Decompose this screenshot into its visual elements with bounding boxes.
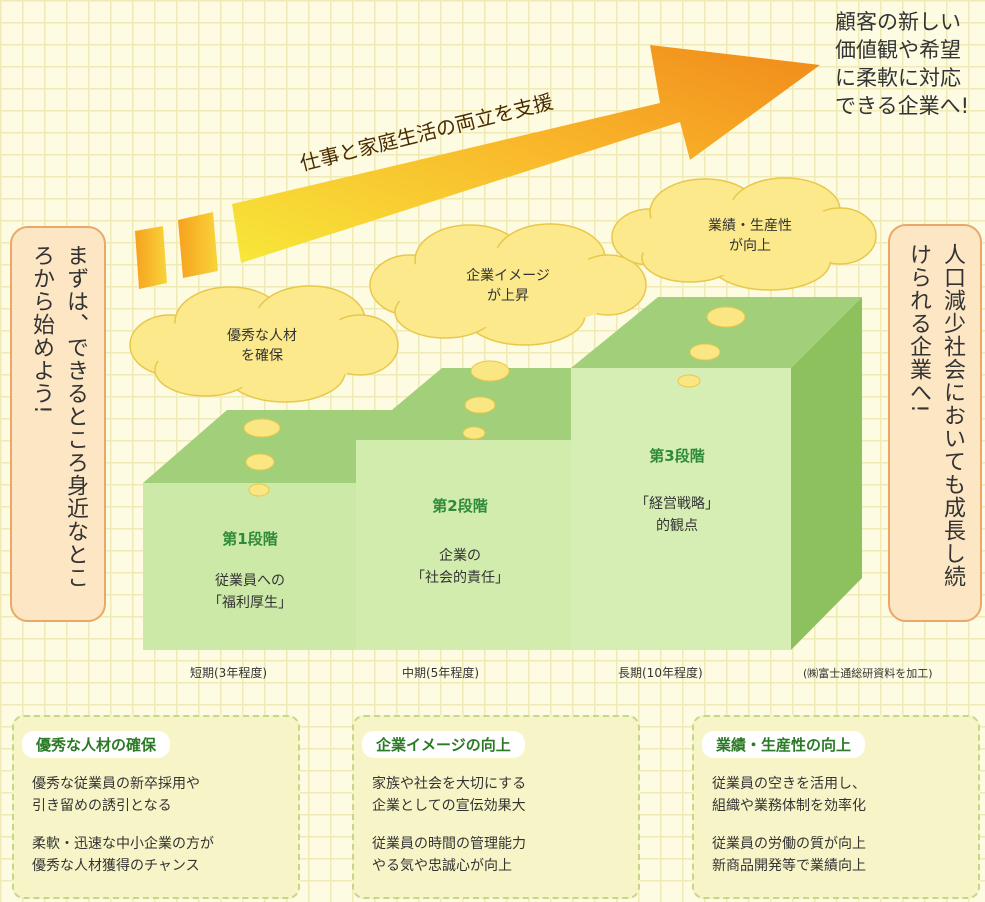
panel-line: 従業員の空きを活用し、 bbox=[712, 776, 866, 792]
benefit-panel-3-text-2: 従業員の労働の質が向上 新商品開発等で業績向上 bbox=[712, 833, 866, 877]
stage-3-title: 第3段階 bbox=[649, 447, 705, 465]
benefit-panel-2-text-1: 家族や社会を大切にする 企業としての宣伝効果大 bbox=[372, 773, 526, 817]
growth-arrow bbox=[135, 45, 820, 289]
cloud-3 bbox=[611, 177, 877, 291]
panel-line: 家族や社会を大切にする bbox=[372, 776, 527, 792]
stage-1-line: 「福利厚生」 bbox=[208, 595, 292, 611]
goal-line: に柔軟に対応 bbox=[835, 66, 961, 90]
benefit-panel-3-title: 業績・生産性の向上 bbox=[702, 731, 866, 758]
stage-3-desc: 「経営戦略」 的観点 bbox=[602, 493, 752, 537]
stage-1-title: 第1段階 bbox=[222, 530, 278, 548]
benefit-panel-2: 企業イメージの向上 家族や社会を大切にする 企業としての宣伝効果大 従業員の時間… bbox=[352, 715, 640, 899]
panel-line: 優秀な従業員の新卒採用や bbox=[32, 776, 200, 792]
benefit-panel-1: 優秀な人材の確保 優秀な従業員の新卒採用や 引き留めの誘引となる 柔軟・迅速な中… bbox=[12, 715, 300, 899]
thought-bubbles-3 bbox=[677, 306, 746, 388]
goal-text: 顧客の新しい 価値観や希望 に柔軟に対応 できる企業へ! bbox=[835, 8, 969, 120]
left-message: まずは、できるところ身近なところから始めよう! bbox=[29, 244, 88, 589]
benefit-panel-1-title: 優秀な人材の確保 bbox=[22, 731, 171, 758]
stage-3-line: 的観点 bbox=[656, 518, 698, 534]
benefit-panel-1-text-2: 柔軟・迅速な中小企業の方が 優秀な人材獲得のチャンス bbox=[32, 833, 214, 877]
cloud-2-line: が上昇 bbox=[487, 288, 529, 304]
panel-line: 従業員の労働の質が向上 bbox=[712, 836, 866, 852]
cloud-2-line: 企業イメージ bbox=[466, 268, 550, 284]
left-message-box: まずは、できるところ身近なところから始めよう! bbox=[10, 226, 106, 622]
cloud-1-text: 優秀な人材 を確保 bbox=[212, 326, 312, 366]
goal-line: できる企業へ! bbox=[835, 94, 969, 118]
benefit-panel-2-text-2: 従業員の時間の管理能力 やる気や忠誠心が向上 bbox=[372, 833, 526, 877]
stage-block-3 bbox=[571, 297, 862, 650]
period-1: 短期(3年程度) bbox=[190, 666, 267, 680]
period-3: 長期(10年程度) bbox=[618, 666, 703, 680]
stage-2-line: 「社会的責任」 bbox=[411, 570, 509, 586]
cloud-1 bbox=[129, 285, 399, 403]
stage-1-line: 従業員への bbox=[215, 573, 285, 589]
source-note: (㈱富士通総研資料を加工) bbox=[803, 667, 933, 680]
right-message: 人口減少社会においても成長し続けられる企業へ! bbox=[906, 243, 965, 588]
cloud-1-line: 優秀な人材 bbox=[227, 328, 297, 344]
thought-bubbles-2 bbox=[462, 360, 510, 440]
benefit-panel-1-text-1: 優秀な従業員の新卒採用や 引き留めの誘引となる bbox=[32, 773, 200, 817]
cloud-3-text: 業績・生産性 が向上 bbox=[690, 216, 810, 256]
panel-line: やる気や忠誠心が向上 bbox=[372, 858, 512, 874]
stage-2-desc: 企業の 「社会的責任」 bbox=[385, 545, 535, 589]
stage-3-line: 「経営戦略」 bbox=[635, 496, 719, 512]
cloud-2 bbox=[369, 223, 647, 346]
stage-2-title: 第2段階 bbox=[432, 497, 488, 515]
cloud-1-line: を確保 bbox=[241, 348, 283, 364]
panel-line: 従業員の時間の管理能力 bbox=[372, 836, 526, 852]
panel-line: 企業としての宣伝効果大 bbox=[372, 798, 526, 814]
cloud-3-line: 業績・生産性 bbox=[708, 218, 792, 234]
panel-line: 引き留めの誘引となる bbox=[32, 798, 172, 814]
benefit-panel-3: 業績・生産性の向上 従業員の空きを活用し、 組織や業務体制を効率化 従業員の労働… bbox=[692, 715, 980, 899]
cloud-2-text: 企業イメージ が上昇 bbox=[448, 266, 568, 306]
panel-line: 新商品開発等で業績向上 bbox=[712, 858, 866, 874]
period-2: 中期(5年程度) bbox=[402, 666, 479, 680]
goal-line: 顧客の新しい bbox=[835, 10, 961, 34]
thought-bubbles-1 bbox=[243, 418, 281, 497]
goal-line: 価値観や希望 bbox=[835, 38, 961, 62]
panel-line: 優秀な人材獲得のチャンス bbox=[32, 858, 200, 874]
stage-1-desc: 従業員への 「福利厚生」 bbox=[175, 570, 325, 614]
benefit-panel-2-title: 企業イメージの向上 bbox=[362, 731, 525, 758]
benefit-panel-3-text-1: 従業員の空きを活用し、 組織や業務体制を効率化 bbox=[712, 773, 866, 817]
cloud-3-line: が向上 bbox=[729, 238, 771, 254]
panel-line: 柔軟・迅速な中小企業の方が bbox=[32, 836, 214, 852]
stage-2-line: 企業の bbox=[439, 548, 481, 564]
panel-line: 組織や業務体制を効率化 bbox=[712, 798, 866, 814]
right-message-box: 人口減少社会においても成長し続けられる企業へ! bbox=[888, 224, 982, 622]
